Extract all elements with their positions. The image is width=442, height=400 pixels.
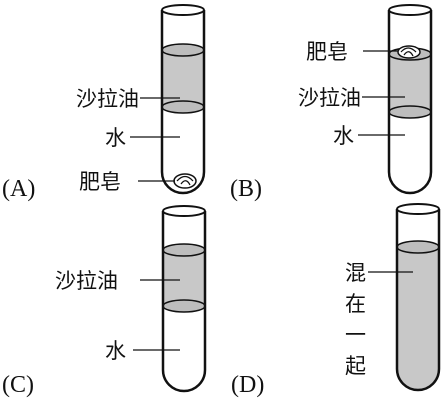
test-tube-a	[160, 4, 206, 195]
oil-top-surface-a	[161, 43, 205, 57]
tube-body-b	[387, 10, 433, 195]
oil-water-boundary-c	[162, 299, 206, 313]
mixed-label-char-4: 起	[345, 354, 366, 378]
option-label-c: (C)	[2, 372, 34, 398]
oil-water-boundary-b	[388, 105, 432, 119]
soap-label-a: 肥皂	[79, 170, 121, 194]
water-label-c: 水	[105, 339, 126, 363]
mixed-label-char-2: 在	[345, 292, 366, 316]
oil-top-surface-c	[162, 243, 206, 257]
tube-body-c	[161, 211, 207, 393]
tube-body-d	[395, 209, 441, 392]
mixed-liquid-d	[397, 247, 439, 390]
oil-label-b: 沙拉油	[298, 86, 361, 110]
oil-label-a: 沙拉油	[76, 87, 139, 111]
oil-water-boundary-a	[161, 100, 205, 114]
oil-layer-b	[389, 54, 431, 112]
option-label-b: (B)	[230, 176, 262, 202]
tube-rim-c	[162, 205, 206, 217]
oil-layer-a	[162, 50, 204, 107]
tube-rim-d	[396, 203, 440, 215]
tube-rim-b	[388, 4, 432, 16]
mixed-label-char-1: 混	[345, 261, 366, 285]
mixed-top-surface-d	[396, 240, 440, 254]
panel-c: 沙拉油 水 (C)	[2, 205, 207, 398]
oil-label-c: 沙拉油	[55, 269, 118, 293]
panel-a: 沙拉油 水 肥皂 (A)	[2, 4, 206, 202]
option-label-d: (D)	[231, 372, 264, 398]
test-tube-c	[161, 205, 207, 393]
panel-b: 肥皂 沙拉油 水 (B)	[230, 4, 433, 202]
soap-label-b: 肥皂	[306, 40, 348, 64]
test-tube-d	[395, 203, 441, 392]
tube-body-a	[160, 10, 206, 195]
mixed-label-char-3: 一	[345, 323, 366, 347]
water-label-a: 水	[105, 126, 126, 150]
oil-layer-c	[163, 250, 205, 306]
option-label-a: (A)	[2, 176, 35, 202]
test-tube-b	[387, 4, 433, 195]
tube-rim-a	[161, 4, 205, 16]
panel-d: 混 在 一 起 (D)	[231, 203, 441, 398]
water-label-b: 水	[333, 124, 354, 148]
soap-piece-a	[173, 173, 197, 189]
soap-piece-b	[397, 45, 421, 59]
